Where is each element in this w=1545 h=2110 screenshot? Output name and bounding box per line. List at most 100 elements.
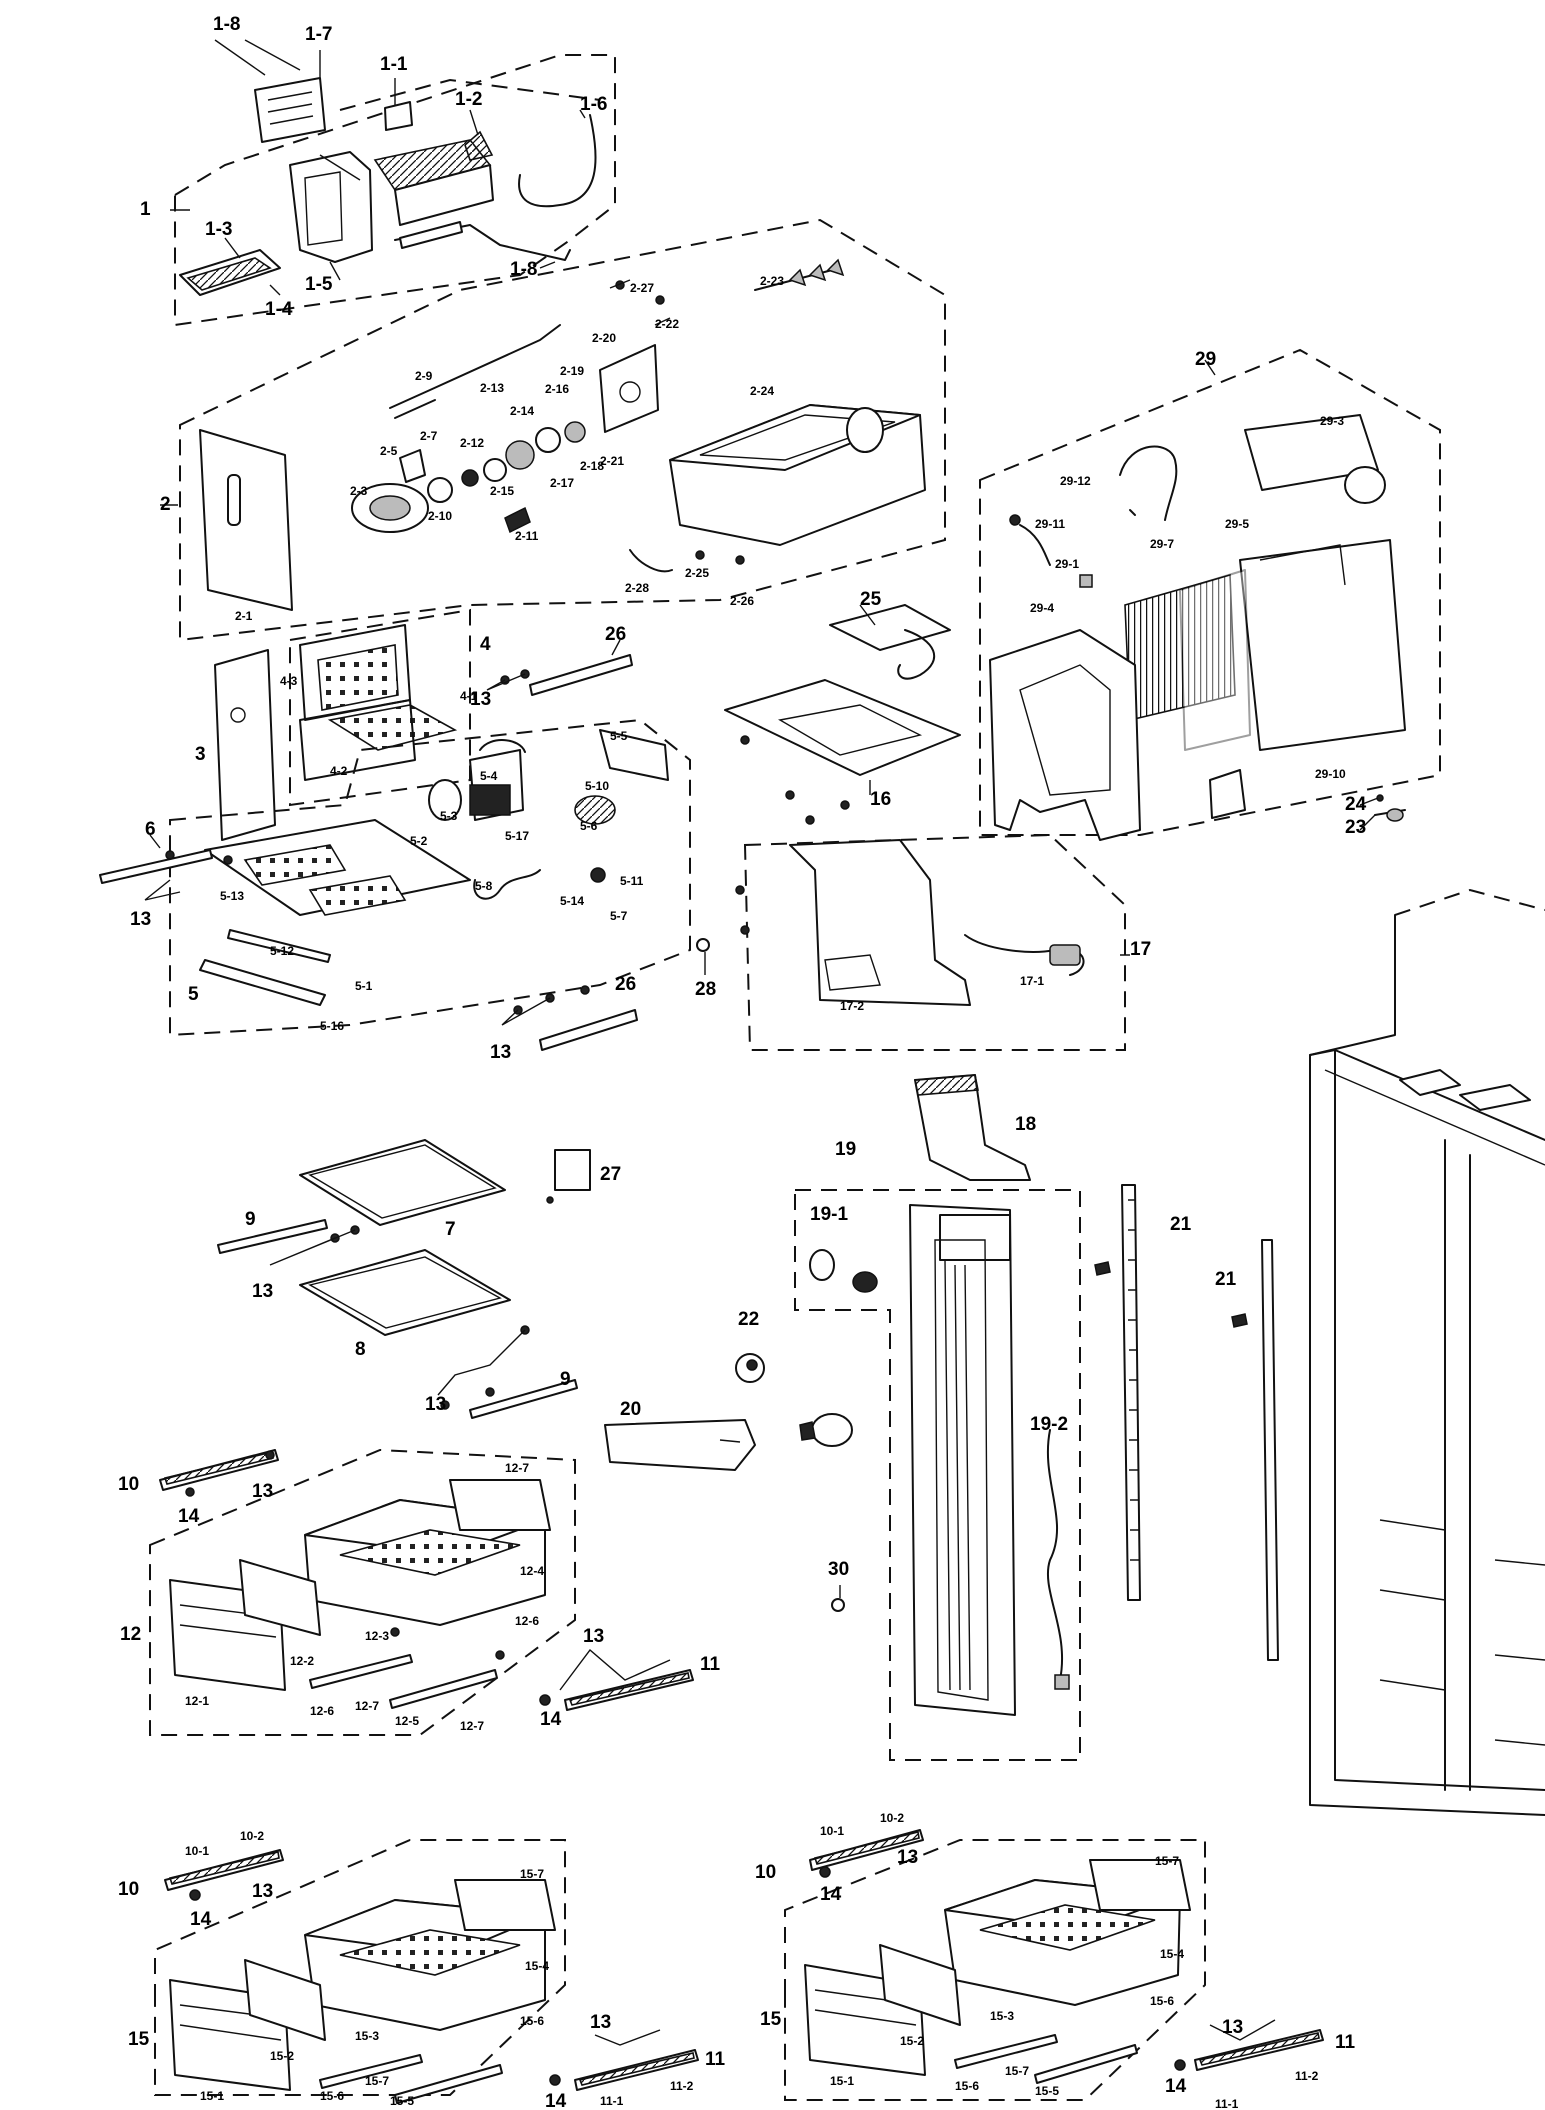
callout-label-l15-5b: 15-5 bbox=[1035, 2084, 1059, 2098]
callout-label-l14c: 14 bbox=[190, 1909, 212, 1930]
callout-label-l14e: 14 bbox=[820, 1884, 842, 1905]
callout-label-l2-1: 2-1 bbox=[235, 609, 253, 623]
callout-label-l17-2: 17-2 bbox=[840, 999, 864, 1013]
callout-label-l4: 4 bbox=[480, 634, 491, 655]
callout-label-l15a: 15 bbox=[128, 2029, 150, 2050]
callout-label-l19-2: 19-2 bbox=[1030, 1414, 1068, 1435]
callout-label-l2-22: 2-22 bbox=[655, 317, 679, 331]
callout-label-l2-10: 2-10 bbox=[428, 509, 452, 523]
callout-label-l10-1b: 10-1 bbox=[820, 1824, 844, 1838]
callout-label-l1-5: 1-5 bbox=[305, 274, 333, 295]
callout-label-l20: 20 bbox=[620, 1399, 641, 1420]
callout-label-l11-1b: 11-1 bbox=[1215, 2097, 1239, 2110]
callout-label-l11a: 11 bbox=[700, 1654, 721, 1675]
callout-label-l5-8: 5-8 bbox=[475, 879, 493, 893]
callout-label-l13f: 13 bbox=[252, 1481, 273, 1502]
callout-label-l3: 3 bbox=[195, 744, 206, 765]
callout-label-l5-7: 5-7 bbox=[610, 909, 628, 923]
callout-label-l15-7: 15-7 bbox=[520, 1867, 544, 1881]
callout-label-l11-2b: 11-2 bbox=[1295, 2069, 1319, 2083]
callout-label-l2: 2 bbox=[160, 494, 171, 515]
group-1-ice-maker bbox=[170, 39, 616, 327]
callout-label-l12-5: 12-5 bbox=[395, 1714, 419, 1728]
callout-label-l12-7c: 12-7 bbox=[460, 1719, 484, 1733]
callout-label-l2-18: 2-18 bbox=[580, 459, 604, 473]
callout-label-l5-11: 5-11 bbox=[620, 874, 644, 888]
callout-label-l19: 19 bbox=[835, 1139, 856, 1160]
callout-label-l2-9: 2-9 bbox=[415, 369, 433, 383]
callout-label-l2-16: 2-16 bbox=[545, 382, 569, 396]
callout-label-l5-14: 5-14 bbox=[560, 894, 584, 908]
callout-label-l11-2: 11-2 bbox=[670, 2079, 694, 2093]
callout-label-l26a: 26 bbox=[605, 624, 626, 645]
callout-label-l29-3: 29-3 bbox=[1320, 414, 1344, 428]
callout-label-l27: 27 bbox=[600, 1164, 621, 1185]
callout-label-l5-3: 5-3 bbox=[440, 809, 458, 823]
callout-label-l29-1: 29-1 bbox=[1055, 557, 1079, 571]
callout-label-l15-6: 15-6 bbox=[320, 2089, 344, 2103]
callout-label-l13c: 13 bbox=[490, 1042, 511, 1063]
callout-label-l12-4: 12-4 bbox=[520, 1564, 544, 1578]
callout-label-l6: 6 bbox=[145, 819, 156, 840]
callout-label-l2-26: 2-26 bbox=[730, 594, 754, 608]
callout-label-l12-7a: 12-7 bbox=[505, 1461, 529, 1475]
callout-label-l5-1: 5-1 bbox=[355, 979, 373, 993]
callout-label-l7: 7 bbox=[445, 1219, 456, 1240]
callout-label-l15-1b: 15-1 bbox=[830, 2074, 854, 2088]
callout-label-l2-23: 2-23 bbox=[760, 274, 784, 288]
callout-label-l13j: 13 bbox=[252, 1881, 273, 1902]
callout-label-l15-4: 15-4 bbox=[525, 1959, 549, 1973]
callout-label-l18: 18 bbox=[1015, 1114, 1036, 1135]
callout-label-l4-1: 4-1 bbox=[460, 689, 478, 703]
callout-label-l15-3b: 15-3 bbox=[990, 2009, 1014, 2023]
callout-label-l13b: 13 bbox=[470, 689, 491, 710]
callout-label-l12-3: 12-3 bbox=[365, 1629, 389, 1643]
callout-label-l5-6: 5-6 bbox=[580, 819, 598, 833]
callout-label-l12-7b: 12-7 bbox=[355, 1699, 379, 1713]
callout-label-l15-6d: 15-6 bbox=[1150, 1994, 1174, 2008]
callout-label-l29-12: 29-12 bbox=[1060, 474, 1091, 488]
callout-label-l2-19: 2-19 bbox=[560, 364, 584, 378]
callout-label-l15-7d: 15-7 bbox=[1005, 2064, 1029, 2078]
group-15-drawer-left bbox=[154, 1839, 699, 2104]
callout-label-l29-7: 29-7 bbox=[1150, 537, 1174, 551]
callout-label-l10-1: 10-1 bbox=[185, 1844, 209, 1858]
callout-label-l1-1: 1-1 bbox=[380, 54, 408, 75]
callout-label-l29-10: 29-10 bbox=[1315, 767, 1346, 781]
callout-label-l13e: 13 bbox=[425, 1394, 446, 1415]
callout-label-l22: 22 bbox=[738, 1309, 759, 1330]
group-2-ice-bucket bbox=[160, 218, 946, 642]
group-18-22-30-parts bbox=[604, 1074, 1279, 1761]
callout-label-l10-2b: 10-2 bbox=[880, 1811, 904, 1825]
cabinet-body bbox=[1309, 888, 1545, 1816]
callout-label-l17-1: 17-1 bbox=[1020, 974, 1044, 988]
callout-label-l12-6b: 12-6 bbox=[515, 1614, 539, 1628]
callout-label-l25: 25 bbox=[860, 589, 882, 610]
group-5-fan-assembly bbox=[99, 718, 691, 1051]
callout-label-l9b: 9 bbox=[560, 1369, 571, 1390]
callout-label-l13a: 13 bbox=[130, 909, 151, 930]
group-16-duct bbox=[724, 604, 961, 825]
callout-label-l12: 12 bbox=[120, 1624, 141, 1645]
callout-label-l15-4b: 15-4 bbox=[1160, 1947, 1184, 1961]
callout-label-l4-3: 4-3 bbox=[280, 674, 298, 688]
callout-label-l29-5: 29-5 bbox=[1225, 517, 1249, 531]
callout-label-l21b: 21 bbox=[1215, 1269, 1237, 1290]
callout-label-l4-2: 4-2 bbox=[330, 764, 348, 778]
callout-label-l15-2: 15-2 bbox=[270, 2049, 294, 2063]
callout-label-l13g: 13 bbox=[897, 1847, 918, 1868]
callout-label-l10-2: 10-2 bbox=[240, 1829, 264, 1843]
callout-label-l14f: 14 bbox=[1165, 2076, 1187, 2097]
callout-label-l1-8: 1-8 bbox=[213, 14, 240, 35]
callout-label-l5-5: 5-5 bbox=[610, 729, 628, 743]
callout-label-l29: 29 bbox=[1195, 349, 1216, 370]
callout-label-l13k: 13 bbox=[583, 1626, 604, 1647]
callout-label-l5-16: 5-16 bbox=[320, 1019, 344, 1033]
callout-label-l28: 28 bbox=[695, 979, 716, 1000]
callout-label-l15-7b: 15-7 bbox=[365, 2074, 389, 2088]
callout-label-l2-21: 2-21 bbox=[600, 454, 624, 468]
group-7-8-9-shelves bbox=[217, 1139, 591, 1419]
group-3-4-cover-panels bbox=[214, 608, 633, 841]
